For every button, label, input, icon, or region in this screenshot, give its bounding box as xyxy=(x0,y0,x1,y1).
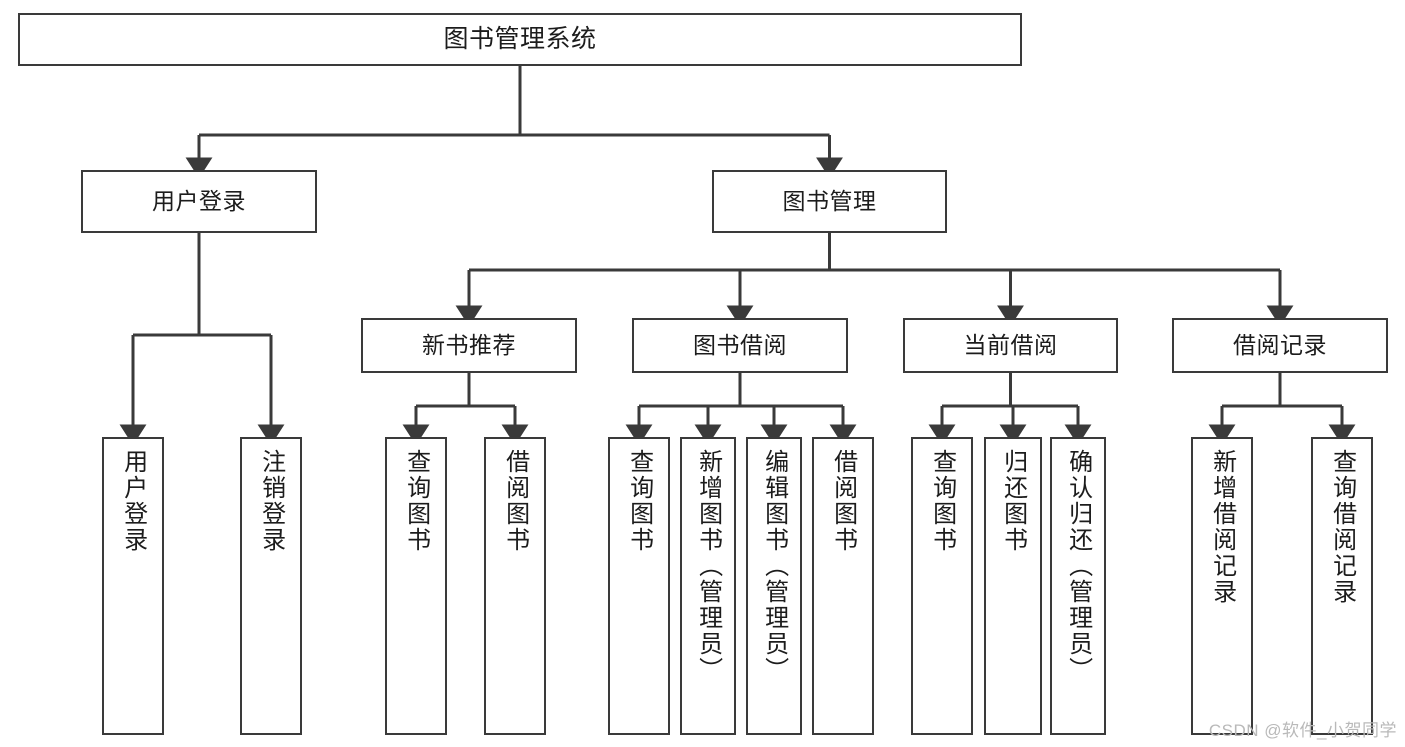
node-leaf-query-book-1[interactable]: 查询图书 xyxy=(385,437,447,735)
node-leaf-user-login[interactable]: 用户登录 xyxy=(102,437,164,735)
watermark-text: CSDN @软件_小贺同学 xyxy=(1208,721,1397,740)
node-label: 查询借阅记录 xyxy=(1328,449,1356,605)
node-root[interactable]: 图书管理系统 xyxy=(18,13,1022,66)
node-label: 用户登录 xyxy=(152,187,246,214)
node-label: 查询图书 xyxy=(625,449,653,553)
node-new-book-rec[interactable]: 新书推荐 xyxy=(361,318,577,373)
node-leaf-confirm-return-admin[interactable]: 确认归还（管理员） xyxy=(1050,437,1106,735)
node-leaf-borrow-book-2[interactable]: 借阅图书 xyxy=(812,437,874,735)
node-label: 借阅记录 xyxy=(1233,331,1327,358)
node-label: 借阅图书 xyxy=(829,449,857,553)
connector-paths xyxy=(119,66,1356,446)
node-user-login[interactable]: 用户登录 xyxy=(81,170,317,233)
node-borrow-record[interactable]: 借阅记录 xyxy=(1172,318,1388,373)
node-label: 编辑图书（管理员） xyxy=(760,449,788,683)
node-book-manage[interactable]: 图书管理 xyxy=(712,170,947,233)
node-leaf-query-book-2[interactable]: 查询图书 xyxy=(608,437,670,735)
node-book-borrow[interactable]: 图书借阅 xyxy=(632,318,848,373)
node-label: 图书管理系统 xyxy=(443,24,597,53)
node-label: 确认归还（管理员） xyxy=(1064,449,1092,683)
node-label: 当前借阅 xyxy=(963,331,1058,358)
node-current-borrow[interactable]: 当前借阅 xyxy=(903,318,1118,373)
node-leaf-logout[interactable]: 注销登录 xyxy=(240,437,302,735)
node-label: 注销登录 xyxy=(257,449,285,553)
node-label: 查询图书 xyxy=(928,449,956,553)
node-label: 借阅图书 xyxy=(501,449,529,553)
node-leaf-add-borrow-record[interactable]: 新增借阅记录 xyxy=(1191,437,1253,735)
node-leaf-query-book-3[interactable]: 查询图书 xyxy=(911,437,973,735)
node-label: 归还图书 xyxy=(999,449,1027,553)
node-leaf-edit-book-admin[interactable]: 编辑图书（管理员） xyxy=(746,437,802,735)
node-leaf-borrow-book-1[interactable]: 借阅图书 xyxy=(484,437,546,735)
node-label: 新增借阅记录 xyxy=(1208,449,1236,605)
node-label: 新增图书（管理员） xyxy=(694,449,722,683)
node-label: 图书借阅 xyxy=(693,331,787,358)
node-label: 查询图书 xyxy=(402,449,430,553)
node-leaf-add-book-admin[interactable]: 新增图书（管理员） xyxy=(680,437,736,735)
node-label: 图书管理 xyxy=(782,187,877,214)
node-leaf-query-borrow-record[interactable]: 查询借阅记录 xyxy=(1311,437,1373,735)
node-label: 新书推荐 xyxy=(422,331,516,358)
node-label: 用户登录 xyxy=(119,449,147,553)
node-leaf-return-book[interactable]: 归还图书 xyxy=(984,437,1042,735)
